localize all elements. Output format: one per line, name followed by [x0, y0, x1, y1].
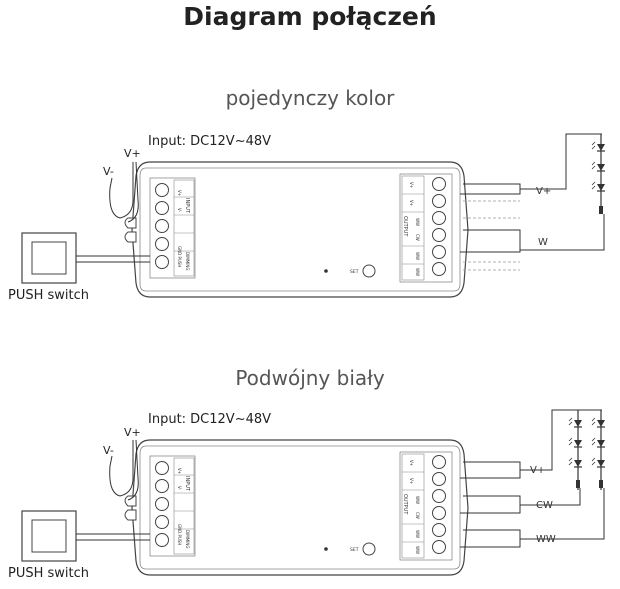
svg-text:V+: V+ — [409, 182, 414, 188]
set-button — [362, 264, 376, 278]
section1-diagram: V+ V- INPUT DIMMING GND PUSH V+ V+ OUTPU… — [21, 133, 606, 298]
section2-push-switch-label: PUSH switch — [8, 566, 90, 581]
svg-text:V+: V+ — [409, 460, 414, 466]
page-title: Diagram połączeń — [183, 2, 437, 31]
svg-text:WW: WW — [415, 218, 420, 226]
section2-subtitle: Podwójny biały — [235, 366, 385, 390]
svg-text:V+: V+ — [177, 468, 182, 474]
input-terminals: V+ V- INPUT DIMMING GND PUSH — [149, 177, 196, 279]
section1-subtitle: pojedynczy kolor — [225, 86, 395, 110]
controller-body — [131, 161, 469, 298]
section2-diagram: V+ V- INPUT DIMMING GND PUSH V+ V+ OUTPU… — [21, 409, 606, 576]
svg-text:V+: V+ — [177, 190, 182, 196]
svg-text:OUTPUT: OUTPUT — [402, 494, 408, 515]
svg-text:V-: V- — [177, 486, 182, 491]
svg-text:V+: V+ — [409, 478, 414, 484]
svg-text:DIMMING: DIMMING — [185, 252, 190, 270]
svg-text:GND PUSH: GND PUSH — [177, 246, 182, 267]
section1-vminus-label: V- — [103, 165, 114, 178]
svg-text:WW: WW — [415, 252, 420, 260]
set-button — [362, 542, 376, 556]
section1-input-label: Input: DC12V~48V — [148, 134, 272, 149]
output-terminals: V+ V+ OUTPUT WW CW WW WW — [399, 173, 453, 283]
push-switch — [21, 232, 77, 284]
svg-text:SET: SET — [350, 547, 359, 553]
svg-text:DIMMING: DIMMING — [185, 530, 190, 548]
section2-input-label: Input: DC12V~48V — [148, 412, 272, 427]
svg-text:V-: V- — [177, 208, 182, 213]
svg-text:CW: CW — [415, 512, 420, 519]
section1-push-switch-label: PUSH switch — [8, 288, 90, 303]
svg-text:CW: CW — [415, 234, 420, 241]
svg-text:WW: WW — [415, 530, 420, 538]
section2-vminus-label: V- — [103, 444, 114, 457]
section1-vplus-label: V+ — [124, 147, 141, 160]
out-label-vplus: V+ — [536, 186, 551, 197]
led-strip-cw — [591, 410, 606, 490]
svg-text:V+: V+ — [409, 200, 414, 206]
controller-body — [131, 439, 469, 576]
section2-vplus-label: V+ — [124, 426, 141, 439]
svg-text:GND PUSH: GND PUSH — [177, 524, 182, 545]
svg-text:OUTPUT: OUTPUT — [402, 216, 408, 237]
svg-text:WW: WW — [415, 496, 420, 504]
led-strip — [591, 134, 606, 214]
input-terminals: V+ V- INPUT DIMMING GND PUSH — [149, 455, 196, 557]
svg-text:INPUT: INPUT — [184, 476, 190, 492]
svg-text:WW: WW — [415, 546, 420, 554]
out-label-w: W — [538, 237, 548, 248]
output-terminals: V+ V+ OUTPUT WW CW WW WW — [399, 451, 453, 561]
svg-text:WW: WW — [415, 268, 420, 276]
svg-text:SET: SET — [350, 269, 359, 275]
svg-text:INPUT: INPUT — [184, 198, 190, 214]
led-strip-ww — [568, 410, 583, 490]
